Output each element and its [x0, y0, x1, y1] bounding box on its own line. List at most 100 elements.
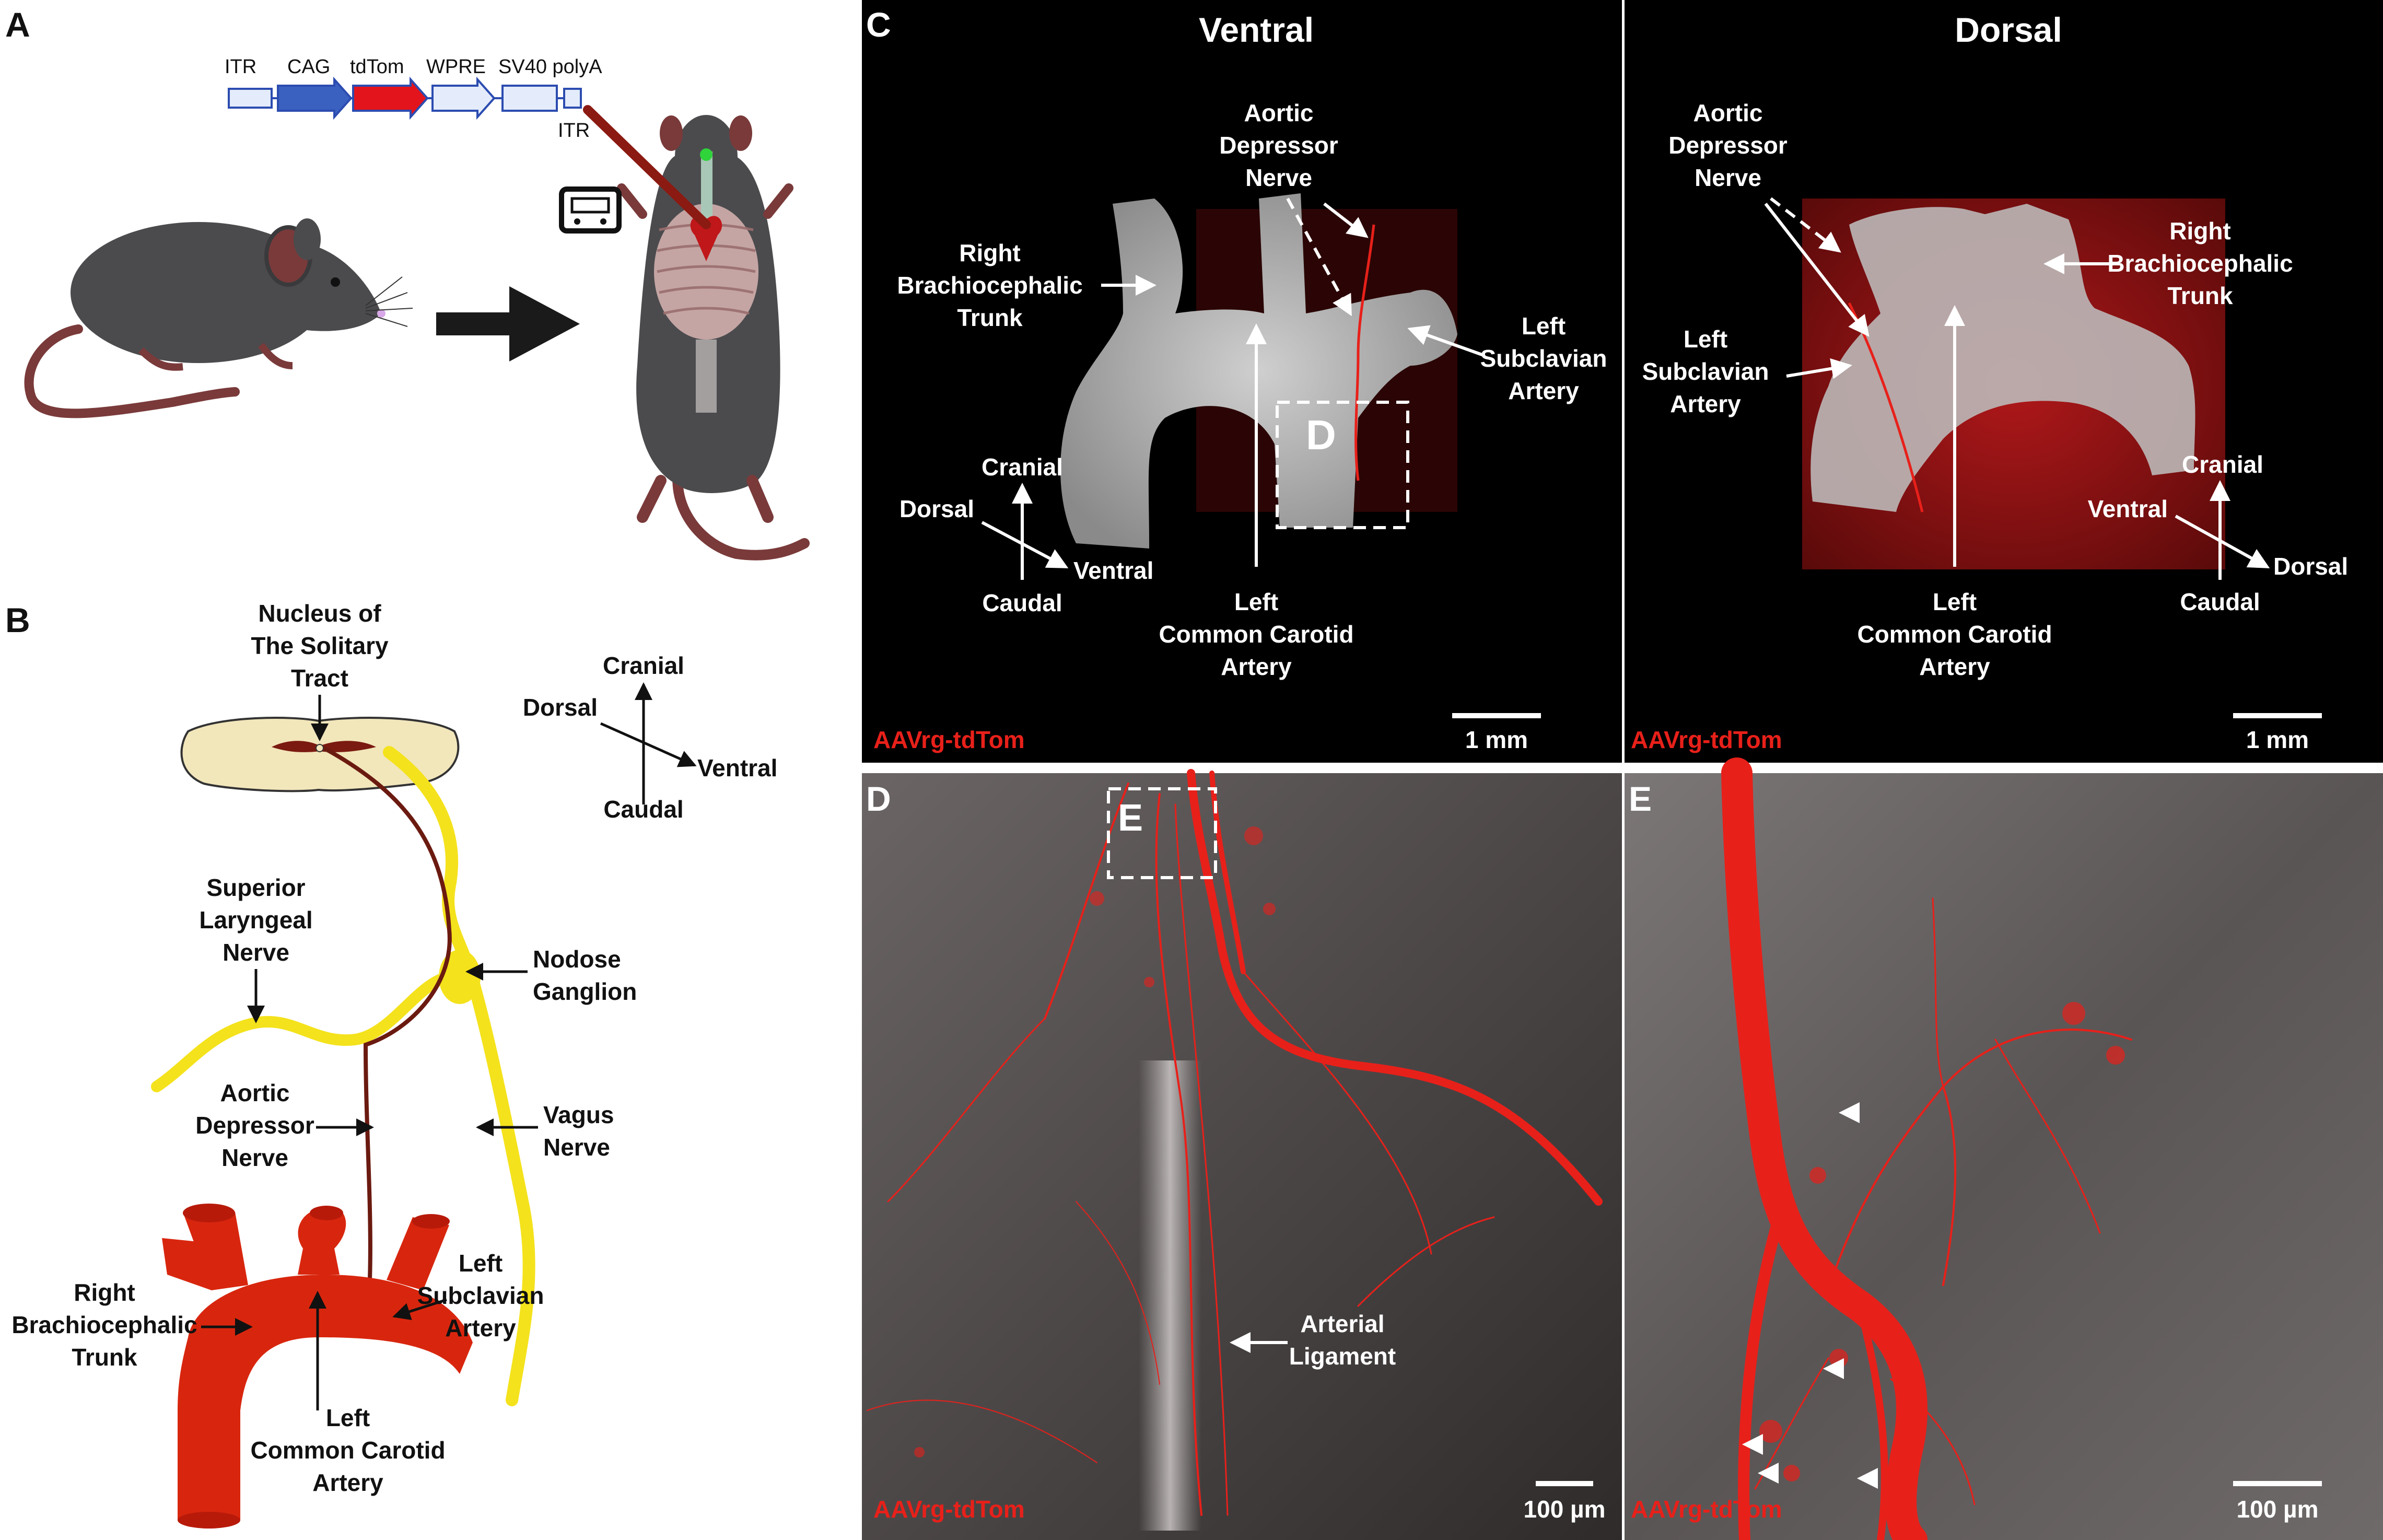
cd-lcca-line2: Common Carotid	[1857, 621, 2052, 648]
lcca-b-label-line2: Common Carotid	[250, 1437, 445, 1464]
lsa-b-label-line2: Subclavian	[417, 1282, 544, 1309]
ligament-label-line1: Arterial	[1300, 1310, 1384, 1337]
panel-letter-c: C	[866, 5, 891, 44]
nts-label-line1: Nucleus of	[258, 600, 381, 627]
cd-lsa-line3: Artery	[1670, 390, 1741, 417]
sv40-box	[501, 85, 558, 112]
sln-label-line3: Nerve	[223, 939, 289, 966]
cv-lsa-line2: Subclavian	[1480, 345, 1607, 372]
lcca-b-label-line3: Artery	[312, 1469, 383, 1496]
itr-left-label: ITR	[225, 56, 256, 78]
cv-lcca-line2: Common Carotid	[1159, 621, 1353, 648]
compass-b-caudal: Caudal	[603, 796, 683, 823]
cd-rbt-line2: Brachiocephalic	[2107, 250, 2293, 277]
panel-e: E 100 µm AAVrg-tdTom	[1625, 757, 2383, 1540]
cd-caudal: Caudal	[2180, 588, 2260, 615]
compass-b-dorsal: Dorsal	[523, 694, 598, 721]
cv-rbt-line1: Right	[959, 239, 1021, 266]
cv-rbt-line3: Trunk	[957, 304, 1023, 331]
cd-lsa-line2: Subclavian	[1642, 358, 1769, 385]
adn-fiber-ventral	[1354, 224, 1375, 481]
cd-dorsal: Dorsal	[2273, 553, 2348, 580]
nodose-ganglion	[439, 950, 481, 1004]
adn-b-label-line3: Nerve	[221, 1144, 288, 1171]
cv-adn-line3: Nerve	[1245, 164, 1312, 191]
cd-adn-line1: Aortic	[1693, 99, 1763, 126]
inset-d-box	[1276, 401, 1409, 529]
mouse-side-illustration	[24, 218, 413, 418]
mouse-supine-illustration	[559, 105, 810, 561]
cv-ventral: Ventral	[1073, 557, 1153, 584]
brainstem	[180, 717, 460, 792]
cv-dorsal: Dorsal	[900, 495, 974, 522]
rbt-b-label-line3: Trunk	[72, 1344, 137, 1371]
vagus-label-line2: Nerve	[543, 1134, 610, 1161]
aorta-tissue-ventral	[1060, 193, 1457, 549]
cd-adn-line2: Depressor	[1668, 132, 1788, 159]
cd-rbt-line1: Right	[2169, 217, 2231, 244]
panel-c-ventral: C Ventral Aortic Depressor Nerve Right B…	[862, 0, 1622, 763]
d-tag: AAVrg-tdTom	[873, 1496, 1025, 1523]
rbt-b-label-line2: Brachiocephalic	[11, 1311, 197, 1338]
cd-scale-label: 1 mm	[2246, 726, 2309, 753]
vagus-nerve	[383, 746, 535, 1406]
cv-caudal: Caudal	[982, 589, 1062, 616]
nodose-label-line1: Nodose	[533, 946, 621, 973]
panel-d: D E Arterial Ligament 100 µm AAVrg-tdTom	[862, 769, 1622, 1540]
nts-label-line2: The Solitary	[251, 632, 389, 659]
cd-ventral: Ventral	[2088, 495, 2168, 522]
process-arrow	[436, 286, 580, 361]
ventral-title: Ventral	[1199, 10, 1314, 49]
lsa-b-label-line3: Artery	[445, 1314, 516, 1341]
cv-cranial: Cranial	[982, 453, 1063, 481]
panel-letter-b: B	[5, 601, 30, 639]
compass-b-ventral: Ventral	[697, 754, 777, 781]
nts-label-line3: Tract	[291, 664, 348, 692]
panel-letter-a: A	[5, 5, 30, 44]
cv-lcca-line1: Left	[1234, 588, 1278, 615]
terminal-arrowheads	[1742, 1102, 1878, 1489]
dorsal-title: Dorsal	[1955, 10, 2062, 49]
cag-arrow	[277, 76, 353, 120]
itr-box-right	[563, 88, 582, 109]
adn-b-label-line2: Depressor	[195, 1112, 314, 1139]
cv-lcca-line3: Artery	[1221, 653, 1292, 680]
cv-tag: AAVrg-tdTom	[873, 726, 1025, 753]
cv-scale-label: 1 mm	[1465, 726, 1528, 753]
superior-laryngeal-nerve	[151, 971, 455, 1092]
panel-a: A ITR CAG tdTom WPRE SV40 polyA ITR	[5, 5, 810, 561]
cd-adn-line3: Nerve	[1695, 164, 1761, 191]
sln-label-line1: Superior	[206, 874, 305, 901]
cv-lsa-line3: Artery	[1508, 377, 1579, 404]
sln-label-line2: Laryngeal	[199, 906, 312, 934]
lsa-b-label-line1: Left	[459, 1250, 503, 1277]
tdtom-arrow	[352, 76, 429, 120]
compass-b-cranial: Cranial	[603, 652, 684, 679]
nodose-label-line2: Ganglion	[533, 978, 637, 1005]
cv-lsa-line1: Left	[1522, 312, 1566, 340]
inset-d-letter: D	[1306, 412, 1336, 458]
panel-letter-d: D	[866, 779, 891, 818]
panel-letter-e: E	[1629, 779, 1652, 818]
cd-lsa-line1: Left	[1684, 325, 1727, 353]
compass-b: Cranial Dorsal Ventral Caudal	[523, 652, 778, 823]
cd-cranial: Cranial	[2182, 451, 2263, 478]
vector-map: ITR CAG tdTom WPRE SV40 polyA ITR	[225, 56, 602, 142]
e-scale-label: 100 µm	[2237, 1496, 2319, 1523]
compass-cd: Cranial Ventral Dorsal Caudal	[2088, 451, 2349, 615]
cv-rbt-line2: Brachiocephalic	[897, 272, 1082, 299]
e-tag: AAVrg-tdTom	[1631, 1496, 1782, 1523]
cag-label: CAG	[287, 56, 330, 78]
panel-c-dorsal: Dorsal Aortic Depressor Nerve Right Brac…	[1625, 0, 2383, 763]
cv-adn-line2: Depressor	[1219, 132, 1338, 159]
panel-b: B Nucleus of The Solitary Tract	[5, 600, 777, 1529]
rbt-b-label-line1: Right	[74, 1279, 135, 1306]
aortic-depressor-nerve-path	[323, 746, 452, 1338]
itr-box-left	[228, 88, 273, 109]
injection-needle	[583, 105, 711, 229]
lcca-b-label-line1: Left	[326, 1404, 370, 1431]
nts-region	[272, 741, 376, 752]
cd-lcca-line3: Artery	[1919, 653, 1990, 680]
cd-rbt-line3: Trunk	[2167, 282, 2233, 309]
